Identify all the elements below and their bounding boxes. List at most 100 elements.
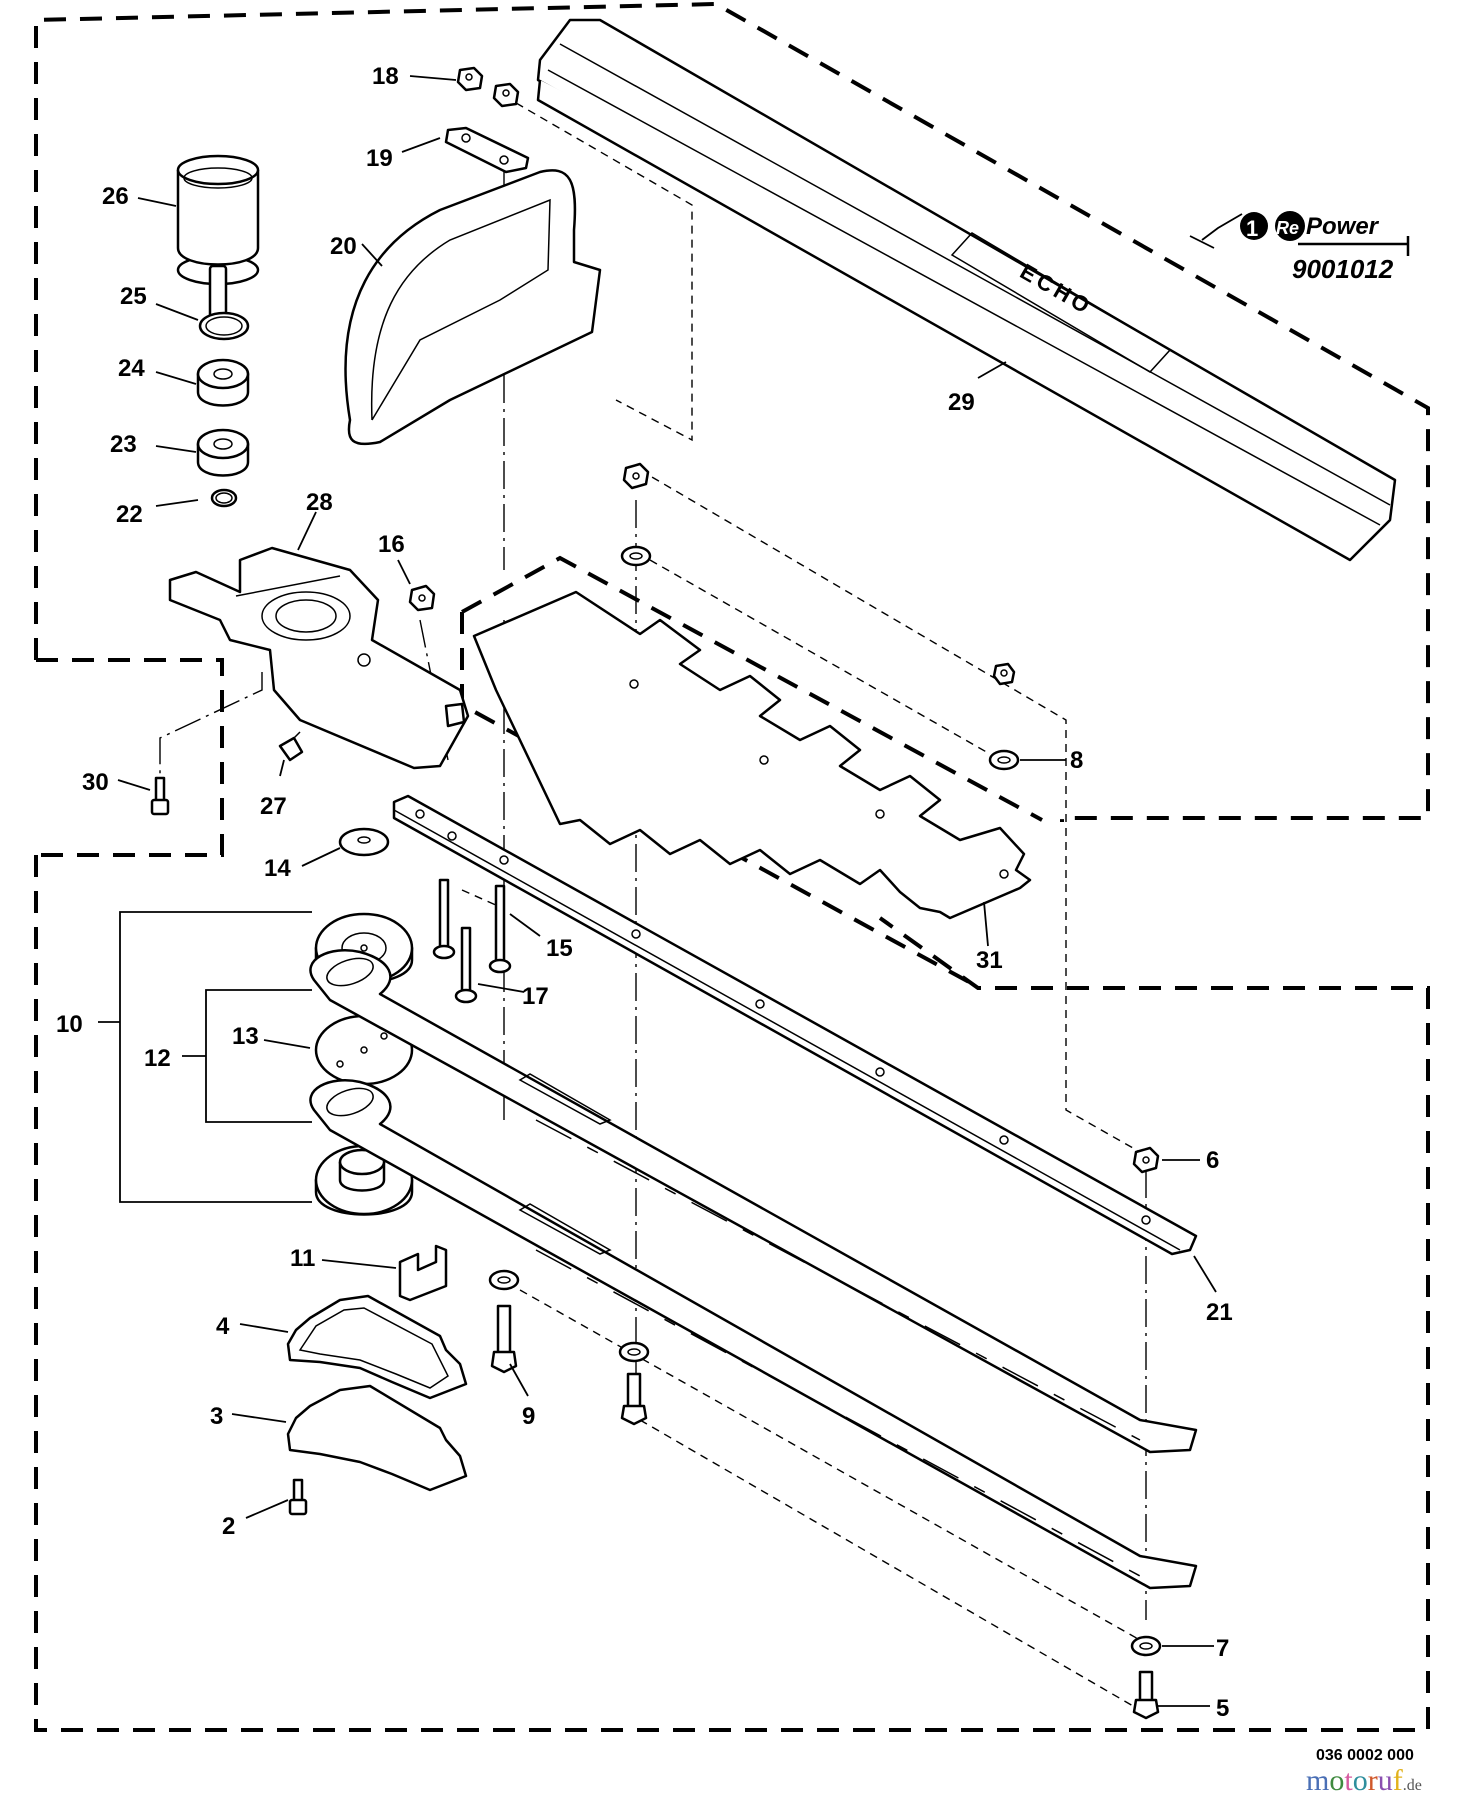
assembly-line-15 [461,889,499,907]
repower-logo-re: Re [1276,218,1299,238]
leader-24 [155,371,197,385]
blade-lower [309,1079,1198,1590]
leader-20 [361,243,383,267]
callout-18: 18 [372,63,399,90]
gear-bottom [314,1144,414,1216]
leader-3 [231,1413,287,1423]
watermark-letter: m [1306,1764,1329,1797]
leader-14 [301,847,341,867]
bolt-9 [490,1304,518,1374]
repower-logo-circle [1275,211,1305,241]
watermark-letter: o [1353,1764,1368,1797]
callout-13: 13 [232,1023,259,1050]
leader-15 [509,913,541,937]
plate-19 [444,126,530,174]
callout-9: 9 [522,1403,535,1430]
kit-callout-badge [1240,212,1268,240]
callout-3: 3 [210,1403,223,1430]
ball-bearing-23 [196,428,250,477]
gear-case [168,546,470,770]
callout-29: 29 [948,389,975,416]
leader-21 [1193,1255,1217,1293]
washer-8-upper [620,545,652,567]
leader-13 [263,1039,311,1049]
callout-12: 12 [144,1045,171,1072]
leader-1 [1189,213,1243,249]
leader-28 [297,511,317,551]
leader-16 [397,559,411,585]
kit-boundary-lower [34,855,1430,1732]
screw-15a [432,878,456,960]
leader-2 [245,1499,289,1519]
kit-label: 1 Re Power 9001012 [1240,211,1410,284]
callout-11: 11 [290,1245,315,1272]
kit-callout-number: 1 [1246,216,1258,241]
nut-6 [1132,1146,1160,1174]
leader-27 [279,759,285,777]
callout-8: 8 [1070,747,1083,774]
watermark-letter: r [1368,1764,1378,1797]
leader-17 [477,983,525,993]
leader-23 [155,445,197,453]
leader-4 [239,1323,289,1333]
repower-underline [1298,236,1410,256]
washer-8 [988,749,1020,771]
handle [344,169,602,446]
callout-27: 27 [260,793,287,820]
callout-26: 26 [102,183,129,210]
leader-19 [401,137,441,153]
washer-center [618,1341,650,1363]
callout-22: 22 [116,501,143,528]
assembly-line-18 [503,95,693,442]
watermark-letter: t [1344,1764,1353,1797]
gasket-plate-4 [286,1294,468,1400]
kit-part-number: 9001012 [1292,254,1394,284]
axis-line-16 [419,619,449,761]
watermark-letter: u [1378,1764,1393,1797]
leader-29 [977,361,1007,379]
ball-bearing-24 [196,358,250,407]
callout-14: 14 [264,855,291,882]
callout-24: 24 [118,355,145,382]
screw-15b [488,884,512,974]
grease-fitting [278,731,304,762]
guide-bar [392,794,1198,1256]
callout-30: 30 [82,769,109,796]
repower-logo-power: Power [1306,213,1380,240]
washer-14 [338,827,390,857]
watermark-suffix: .de [1403,1777,1422,1794]
callout-21: 21 [1206,1299,1233,1326]
gasket-3 [286,1384,468,1492]
guard-plate [472,590,1032,920]
snap-ring-22 [210,488,238,508]
assembly-line-9 [519,1289,1141,1641]
clip-11 [398,1244,448,1302]
callout-10: 10 [56,1011,83,1038]
internal-snap-ring [198,311,250,341]
callout-4: 4 [216,1313,230,1340]
callout-7: 7 [1216,1635,1229,1662]
callout-19: 19 [366,145,393,172]
bolt-5 [1132,1670,1160,1720]
blade-guard: ECHO [536,18,1397,562]
leader-10 [98,911,312,1203]
assembly-line-8b [649,559,991,755]
nut-8-top [622,462,650,490]
leader-22 [155,499,199,507]
nut-16 [408,584,436,612]
leader-31 [983,901,989,947]
callout-2: 2 [222,1513,235,1540]
leader-18 [409,75,457,81]
callout-17: 17 [522,983,549,1010]
callout-31: 31 [976,947,1003,974]
pinion-gear [176,154,260,328]
watermark-letter: f [1393,1764,1403,1797]
leader-25 [155,303,199,321]
assembly-line-8 [639,469,1141,1153]
leader-30 [117,779,151,791]
leader-9 [509,1363,529,1397]
leader-11 [321,1259,397,1269]
callout-23: 23 [110,431,137,458]
kit-boundary-upper [34,1,1430,822]
